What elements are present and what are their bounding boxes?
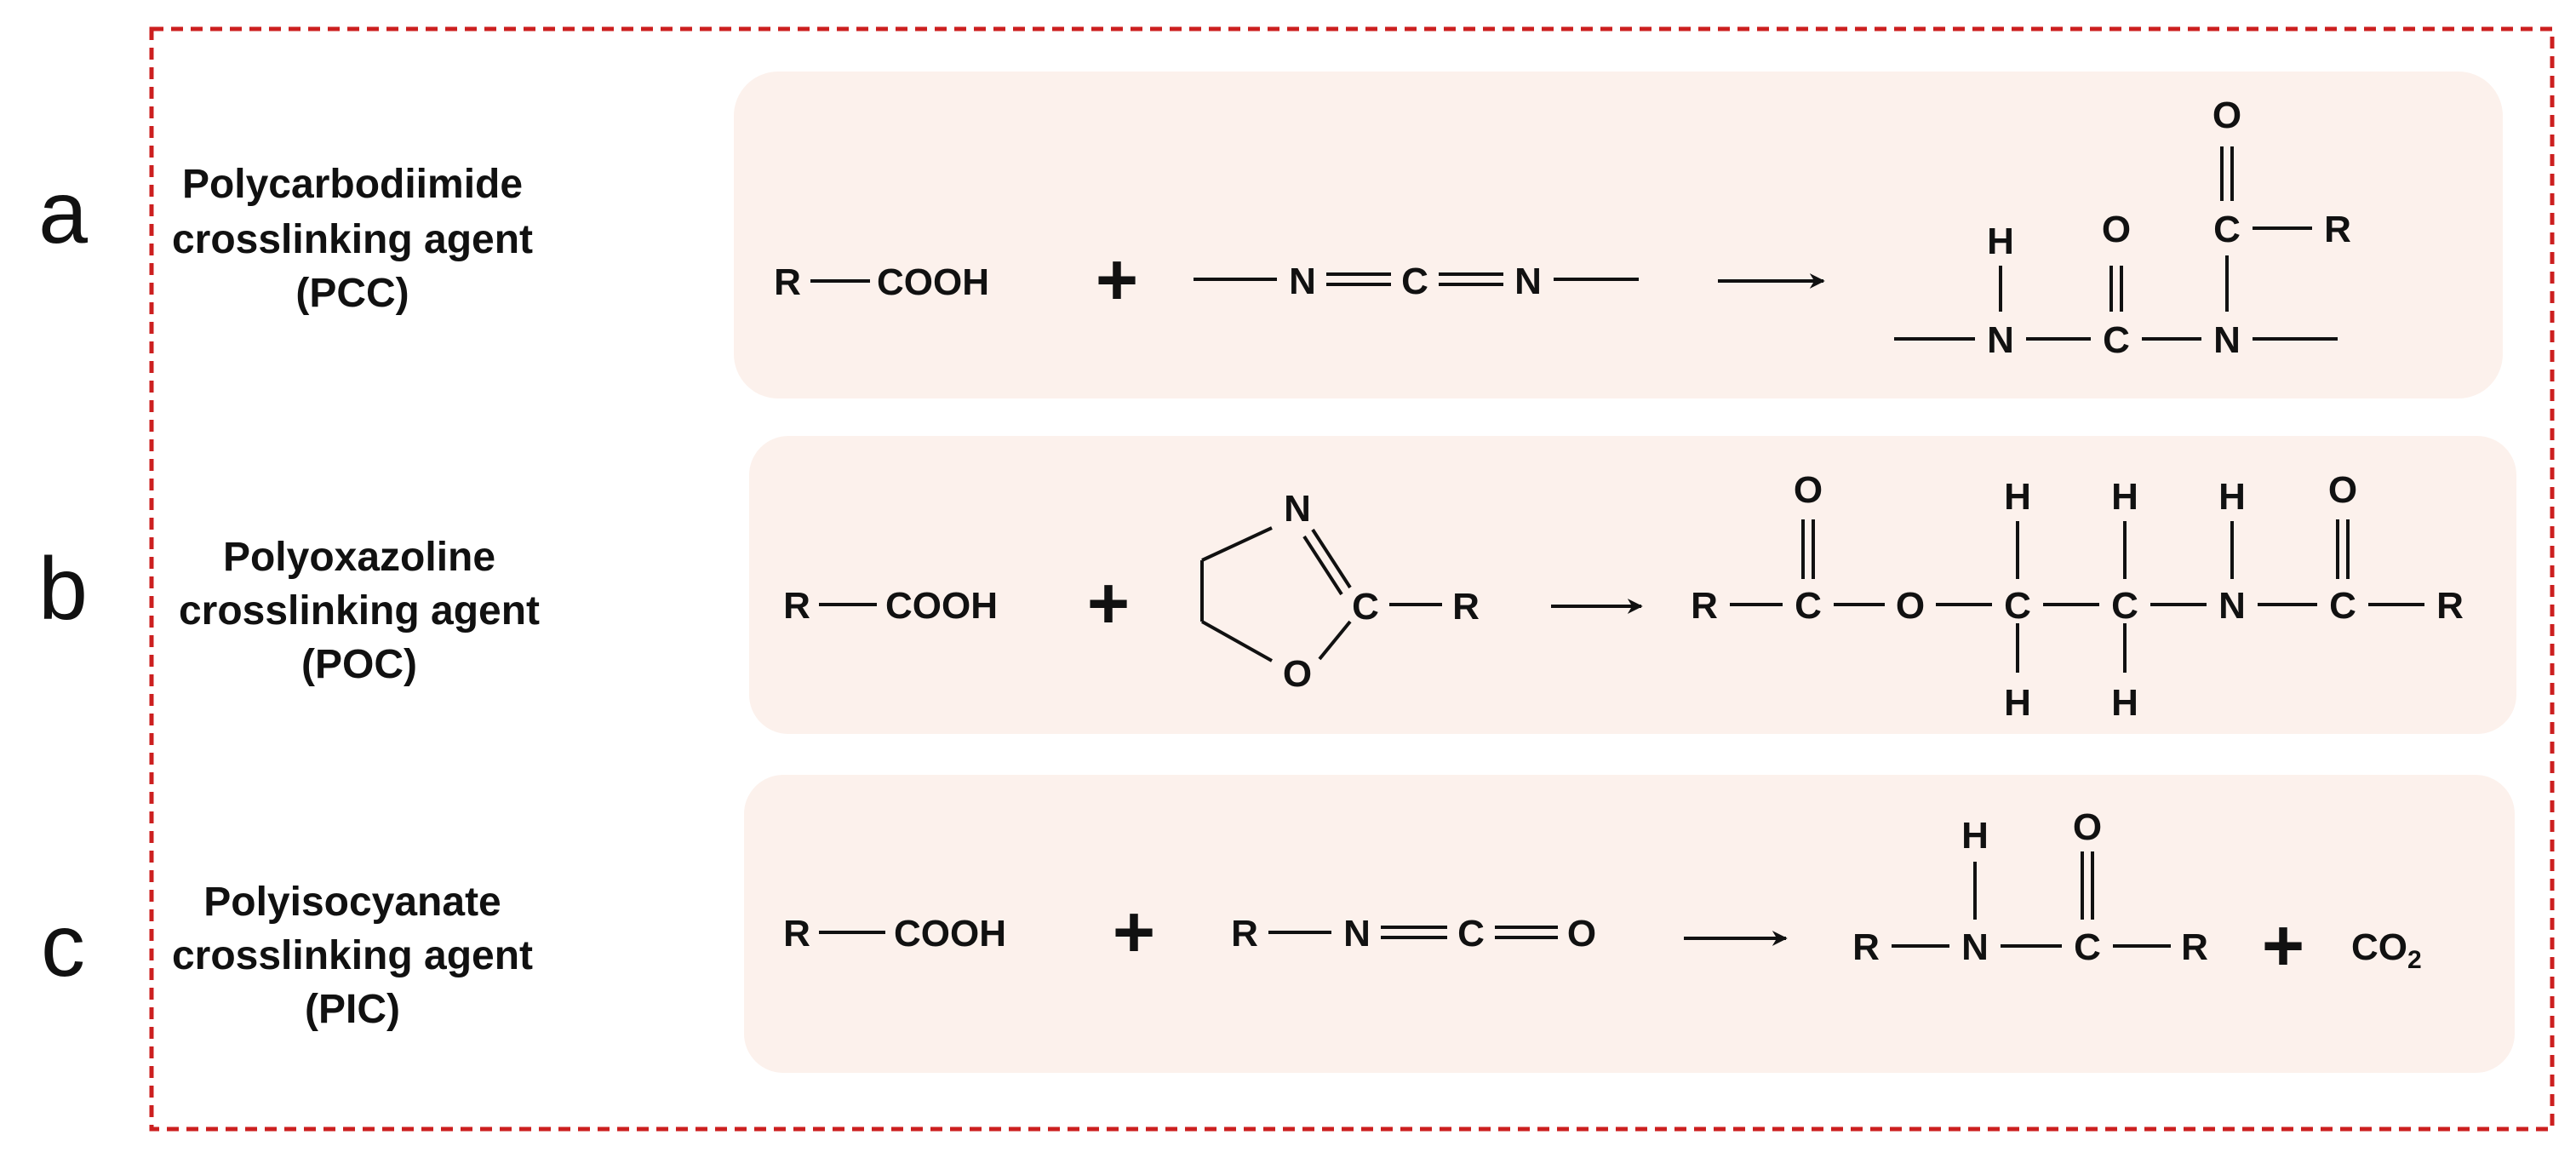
product-c2-a: C — [2213, 209, 2241, 250]
product-r-a: R — [2324, 209, 2351, 250]
agent-abbr-b: (POC) — [301, 642, 417, 687]
oxazoline-n: N — [1284, 488, 1311, 530]
product-r2-c: R — [2181, 926, 2208, 968]
product-c2-b: C — [2004, 585, 2031, 627]
product-r2-b: R — [2436, 585, 2464, 627]
product-n-c: N — [1961, 926, 1989, 968]
oxazoline-c: C — [1352, 586, 1379, 628]
product-o1-b: O — [1794, 469, 1823, 511]
oxazoline-r: R — [1452, 586, 1480, 628]
carbodiimide-c: C — [1401, 261, 1428, 302]
reaction-panel-b — [749, 436, 2516, 734]
reactant-cooh-c: COOH — [894, 913, 1006, 954]
product-o-c: O — [2073, 806, 2102, 848]
agent-name-b: Polyoxazoline — [223, 535, 495, 580]
product-n1-a: N — [1987, 319, 2014, 361]
product-n2-a: N — [2213, 319, 2241, 361]
isocyanate-c: C — [1457, 913, 1485, 954]
oxazoline-o: O — [1283, 653, 1312, 695]
agent-line2-c: crosslinking agent — [172, 933, 533, 978]
reactant-r-b: R — [783, 585, 810, 627]
reactant-r-c: R — [783, 913, 810, 954]
product-h-c: H — [1961, 815, 1989, 857]
plus-sign-a: + — [1096, 239, 1138, 321]
agent-name-a: Polycarbodiimide — [182, 162, 523, 207]
isocyanate-r: R — [1231, 913, 1258, 954]
product-o1-a: O — [2102, 209, 2131, 250]
product-c3-h-bottom-b: H — [2111, 682, 2138, 724]
agent-line2-a: crosslinking agent — [172, 217, 533, 262]
row-c: c Polyisocyanate crosslinking agent (PIC… — [41, 775, 2515, 1073]
isocyanate-n: N — [1343, 913, 1371, 954]
product-r1-c: R — [1852, 926, 1880, 968]
reaction-panel-c — [744, 775, 2515, 1073]
row-letter-a: a — [38, 163, 88, 262]
plus-sign-c2: + — [2262, 905, 2304, 987]
agent-line2-b: crosslinking agent — [179, 588, 540, 633]
product-c1-b: C — [1795, 585, 1822, 627]
product-c2-h-bottom-b: H — [2004, 682, 2031, 724]
product-c4-b: C — [2329, 585, 2356, 627]
isocyanate-o: O — [1567, 913, 1596, 954]
product-o-link-b: O — [1896, 585, 1925, 627]
reactant-r-a: R — [774, 261, 801, 303]
carbon-dioxide: CO2 — [2351, 926, 2422, 974]
agent-abbr-a: (PCC) — [295, 271, 409, 316]
plus-sign-b: + — [1087, 563, 1130, 645]
dashed-frame — [149, 26, 2555, 1132]
agent-abbr-c: (PIC) — [305, 987, 400, 1032]
product-c3-b: C — [2111, 585, 2138, 627]
plus-sign-c: + — [1113, 891, 1155, 973]
row-letter-b: b — [38, 540, 88, 639]
product-r1-b: R — [1691, 585, 1718, 627]
product-c1-a: C — [2103, 319, 2130, 361]
product-c-c: C — [2074, 926, 2101, 968]
product-o4-b: O — [2328, 469, 2357, 511]
agent-name-c: Polyisocyanate — [203, 880, 501, 925]
row-letter-c: c — [41, 897, 85, 995]
product-c3-h-top-b: H — [2111, 476, 2138, 518]
product-o2-a: O — [2212, 95, 2241, 136]
carbodiimide-n1: N — [1289, 261, 1316, 302]
reactant-cooh-a: COOH — [877, 261, 989, 303]
product-n-b: N — [2218, 585, 2246, 627]
reactant-cooh-b: COOH — [885, 585, 998, 627]
row-b: b Polyoxazoline crosslinking agent (POC)… — [38, 436, 2516, 734]
product-c2-h-top-b: H — [2004, 476, 2031, 518]
product-n-h-b: H — [2218, 476, 2246, 518]
carbodiimide-n2: N — [1514, 261, 1542, 302]
product-h-a: H — [1987, 221, 2014, 262]
row-a: a Polycarbodiimide crosslinking agent (P… — [38, 72, 2503, 398]
co2-subscript: 2 — [2407, 946, 2422, 974]
reaction-panel-a — [734, 72, 2503, 398]
